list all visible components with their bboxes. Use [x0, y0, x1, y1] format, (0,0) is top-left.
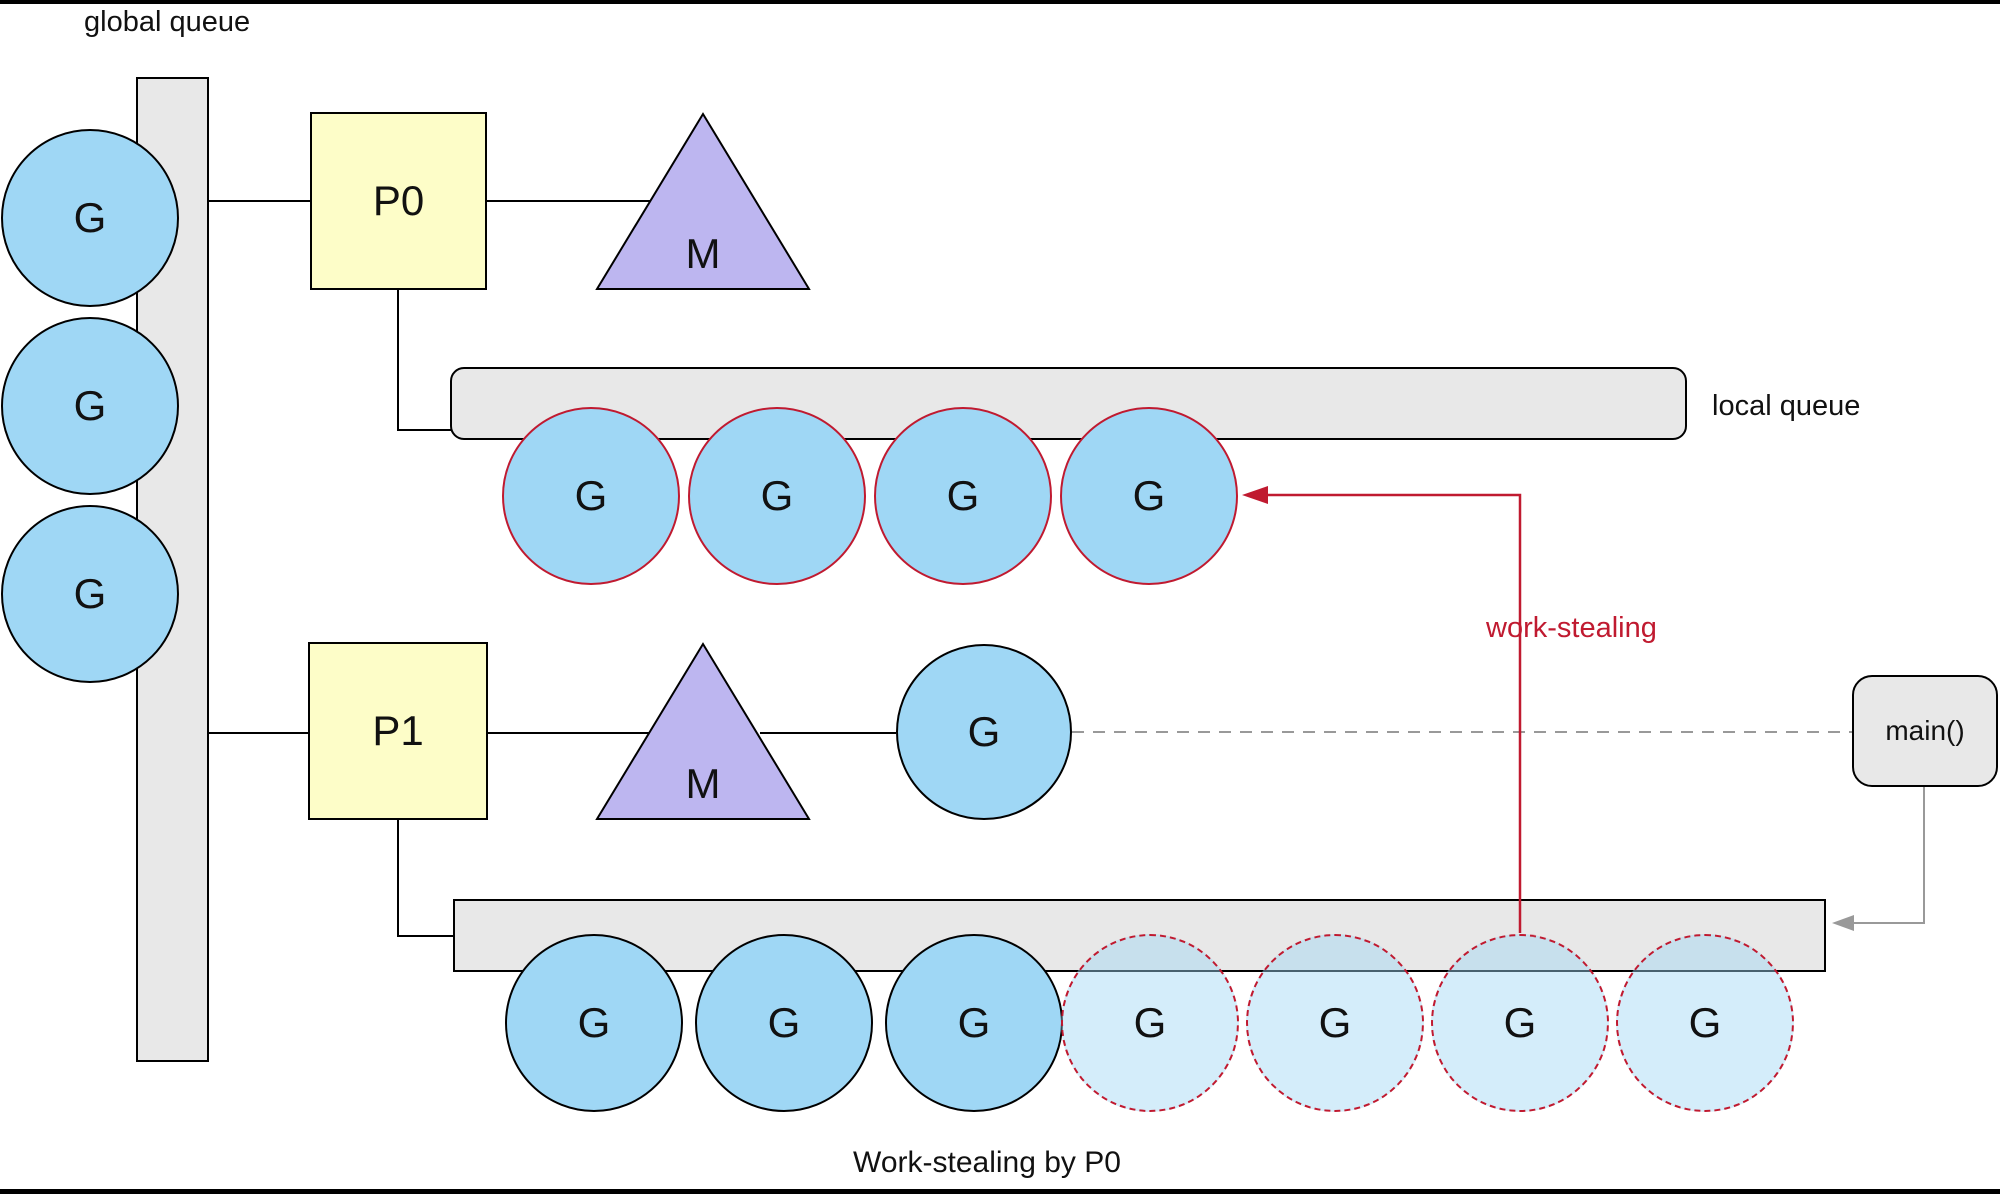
goroutine-label: G [577, 999, 611, 1046]
p0-localqueue-goroutine-circle: G [1060, 407, 1238, 585]
main-to-localqueue-arrow-line [1844, 787, 1925, 924]
processor-box-p1: P1 [308, 642, 488, 820]
stolen-goroutine-circle: G [1061, 934, 1239, 1112]
gray-arrowhead-icon [1832, 915, 1854, 931]
global-goroutine-circle: G [1, 505, 179, 683]
p1-running-goroutine-circle: G [896, 644, 1072, 820]
goroutine-label: G [1503, 999, 1537, 1046]
stolen-goroutine-circle: G [1431, 934, 1609, 1112]
global-queue-label: global queue [84, 6, 251, 38]
global-goroutine-circle: G [1, 129, 179, 307]
goroutine-label: G [73, 570, 107, 617]
main-function-label: main() [1885, 715, 1965, 746]
bottom-border-line [0, 1189, 2000, 1194]
p1-label: P1 [372, 707, 424, 754]
goroutine-label: G [967, 708, 1001, 755]
goroutine-label: G [1688, 999, 1722, 1046]
m0-machine-triangle [595, 112, 811, 290]
p0-localqueue-goroutine-circle: G [874, 407, 1052, 585]
p0-localqueue-goroutine-circle: G [688, 407, 866, 585]
p1-to-localqueue-connector [397, 820, 455, 937]
goroutine-label: G [73, 194, 107, 241]
p0-to-localqueue-connector [397, 290, 452, 431]
goroutine-label: G [1133, 999, 1167, 1046]
goroutine-label: G [1132, 472, 1166, 519]
goroutine-label: G [946, 472, 980, 519]
global-goroutine-circle: G [1, 317, 179, 495]
stolen-goroutine-circle: G [1616, 934, 1794, 1112]
local-queue-label: local queue [1712, 390, 1861, 422]
goroutine-label: G [767, 999, 801, 1046]
p1-localqueue-goroutine-circle: G [695, 934, 873, 1112]
red-arrowhead-icon [1242, 486, 1268, 504]
goroutine-label: G [957, 999, 991, 1046]
goroutine-label: G [760, 472, 794, 519]
work-stealing-label: work-stealing [1486, 612, 1657, 644]
goroutine-label: G [574, 472, 608, 519]
processor-box-p0: P0 [310, 112, 487, 290]
p0-label: P0 [372, 177, 425, 224]
m0-machine-label: M [686, 230, 721, 277]
p0-localqueue-goroutine-circle: G [502, 407, 680, 585]
m1-machine-label: M [686, 760, 721, 807]
m1-machine-triangle [595, 642, 811, 820]
top-border-line [0, 0, 2000, 4]
diagram-caption: Work-stealing by P0 [853, 1146, 1121, 1179]
main-function-box: main() [1852, 675, 1998, 787]
p1-localqueue-goroutine-circle: G [505, 934, 683, 1112]
stolen-goroutine-circle: G [1246, 934, 1424, 1112]
goroutine-label: G [73, 382, 107, 429]
goroutine-label: G [1318, 999, 1352, 1046]
p1-localqueue-goroutine-circle: G [885, 934, 1063, 1112]
work-stealing-arrow-line [1256, 493, 1522, 933]
p0-local-queue-bar [450, 367, 1687, 440]
